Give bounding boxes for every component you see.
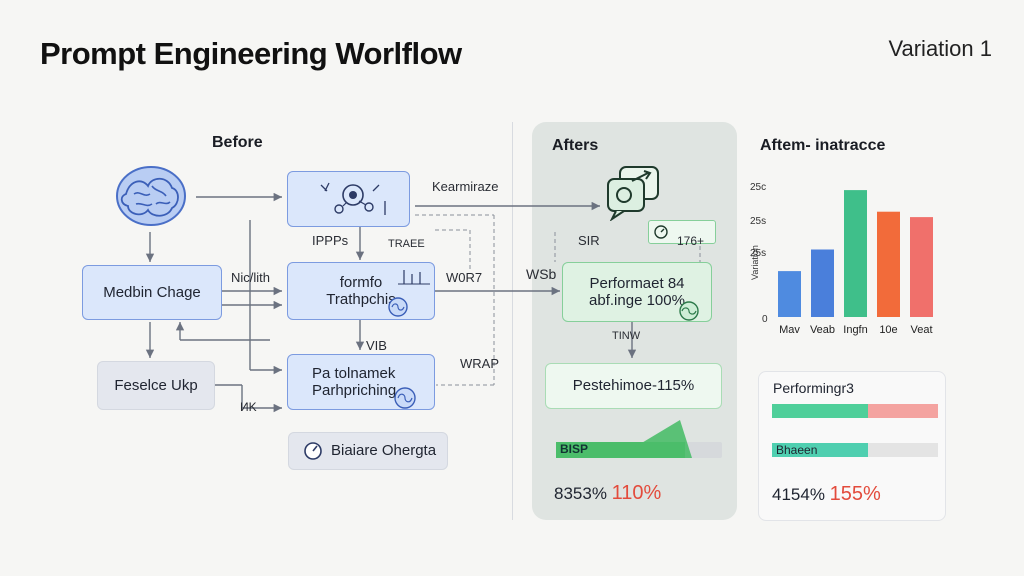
chart-bar	[778, 271, 801, 317]
chart-bar	[910, 217, 933, 317]
label-niclith: Nic/lith	[231, 270, 271, 285]
formfo-line1: formfo	[339, 273, 383, 291]
brain-icon	[116, 166, 186, 226]
performing-title: Performingr3	[773, 380, 854, 396]
mini-chart-icon	[398, 270, 430, 285]
after-stat-value: 110%	[611, 482, 662, 504]
feedback-node[interactable]: Feselce Ukp	[97, 361, 215, 410]
performance-line2: abf.inge 100%	[589, 292, 685, 309]
performing-bar2-label: Bhaeen	[776, 443, 818, 457]
biaiare-node[interactable]: Biaiare Ohergta	[288, 432, 448, 470]
value-chip: 176+	[648, 220, 716, 248]
variation-label: Variation 1	[888, 36, 992, 61]
after-stat-prefix: 8353%	[554, 484, 607, 503]
performing-bar2-fill	[772, 443, 869, 457]
pest-node[interactable]: Pestehimoe-115%	[545, 363, 722, 409]
formfo-line2: Trathpchis	[326, 291, 396, 308]
y-tick-label: 25s	[750, 248, 766, 259]
y-axis-label: Variation	[750, 245, 760, 280]
label-tinw: TINW	[612, 330, 641, 342]
bar-chart: 25c 25s 25s 0 Variation Mav Veab Ingfn 10e V…	[750, 182, 933, 336]
chat-edit-icon	[607, 166, 659, 221]
label-ippps: IPPPs	[312, 233, 349, 248]
label-traee: TRAEE	[388, 238, 425, 250]
y-tick-label: 0	[762, 314, 768, 325]
x-tick-label: Mav	[779, 324, 800, 336]
chart-heading: Aftem- inatracce	[760, 137, 886, 154]
label-kearmiraze: Kearmiraze	[432, 179, 499, 194]
performing-stat-value: 155%	[829, 483, 881, 505]
network-icon	[320, 182, 386, 215]
brain-small-icon-2	[394, 387, 416, 409]
after-progress-peak	[630, 420, 692, 458]
brain-small-icon	[388, 297, 408, 317]
label-sir: SIR	[578, 233, 600, 248]
after-heading: Afters	[552, 137, 599, 154]
x-tick-label: Ingfn	[843, 324, 867, 336]
formfo-node[interactable]: formfo Trathpchis	[287, 262, 435, 320]
x-tick-label: 10e	[879, 324, 897, 336]
performance-line1: Performaet 84	[589, 274, 685, 292]
y-tick-label: 25c	[750, 182, 766, 193]
label-wrap: WRAP	[460, 356, 499, 371]
page-title: Prompt Engineering Worlflow	[40, 36, 462, 71]
pa-node[interactable]: Pa tolnamek Parhpriching	[287, 354, 435, 410]
label-wor7: W0R7	[446, 270, 483, 285]
y-tick-label: 25s	[750, 216, 766, 227]
performance-node[interactable]: Performaet 84 abf.inge 100%	[562, 262, 712, 322]
after-stat: 8353% 110%	[554, 482, 661, 505]
pa-line1: Pa tolnamek	[312, 364, 396, 382]
label-wsb: WSb	[526, 266, 557, 282]
performing-stat: 4154% 155%	[772, 483, 881, 506]
section-divider	[512, 122, 513, 520]
biaiare-label: Biaiare Ohergta	[331, 442, 437, 460]
chart-bar	[811, 249, 834, 317]
x-tick-label: Veab	[810, 324, 835, 336]
chart-bar	[877, 211, 900, 317]
performing-bar1-fill	[772, 404, 869, 418]
x-tick-label: Veat	[910, 324, 932, 336]
network-node[interactable]	[287, 171, 410, 227]
medbin-chage-node[interactable]: Medbin Chage	[82, 265, 222, 320]
pa-line2: Parhpriching	[312, 382, 397, 399]
label-176: 176+	[677, 234, 705, 248]
brain-green-icon	[679, 301, 699, 321]
after-bar-label: BISP	[560, 442, 589, 456]
chart-bar	[844, 190, 867, 317]
before-heading: Before	[212, 134, 263, 151]
label-vib: VIB	[366, 338, 387, 353]
label-kik: ИK	[240, 400, 257, 414]
timer-icon	[304, 442, 322, 460]
performing-stat-prefix: 4154%	[772, 485, 825, 504]
clock-icon	[654, 225, 668, 239]
